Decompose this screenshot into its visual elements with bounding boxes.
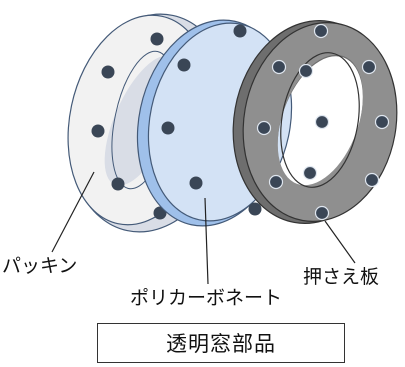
bolt-hole (374, 114, 390, 130)
bolt-hole (271, 59, 287, 75)
bolt-hole (161, 121, 175, 135)
bolt-hole (314, 114, 330, 130)
bolt-hole (256, 120, 272, 136)
bolt-hole (111, 177, 125, 191)
leader-polycarbonate (204, 197, 209, 285)
bolt-hole (302, 165, 318, 181)
label-pressure-plate: 押さえ板 (303, 266, 380, 288)
bolt-hole (361, 59, 377, 75)
bolt-hole (233, 24, 247, 38)
leader-lines (51, 171, 356, 285)
bolt-hole (313, 23, 329, 39)
bolt-hole (248, 202, 262, 216)
bolt-hole (268, 174, 284, 190)
leader-plate (324, 220, 356, 264)
label-gasket: パッキン (2, 255, 78, 277)
plate-inner-edge (280, 52, 360, 188)
pressure-plate (232, 20, 398, 224)
caption-text: 透明窓部品 (166, 332, 276, 356)
caption-box: 透明窓部品 (97, 323, 345, 363)
bolt-hole (177, 58, 191, 72)
plate-bolt-holes (256, 23, 390, 221)
bolt-hole (150, 32, 164, 46)
bolt-hole (364, 172, 380, 188)
bolt-hole (101, 65, 115, 79)
bolt-hole (298, 63, 314, 79)
bolt-hole (189, 176, 203, 190)
bolt-hole (91, 124, 105, 138)
leader-gasket (51, 171, 95, 253)
bolt-hole (314, 205, 330, 221)
gasket-bolt-holes (91, 32, 167, 220)
polycarbonate-bolt-holes (161, 24, 262, 216)
label-polycarbonate: ポリカーボネート (130, 287, 283, 309)
